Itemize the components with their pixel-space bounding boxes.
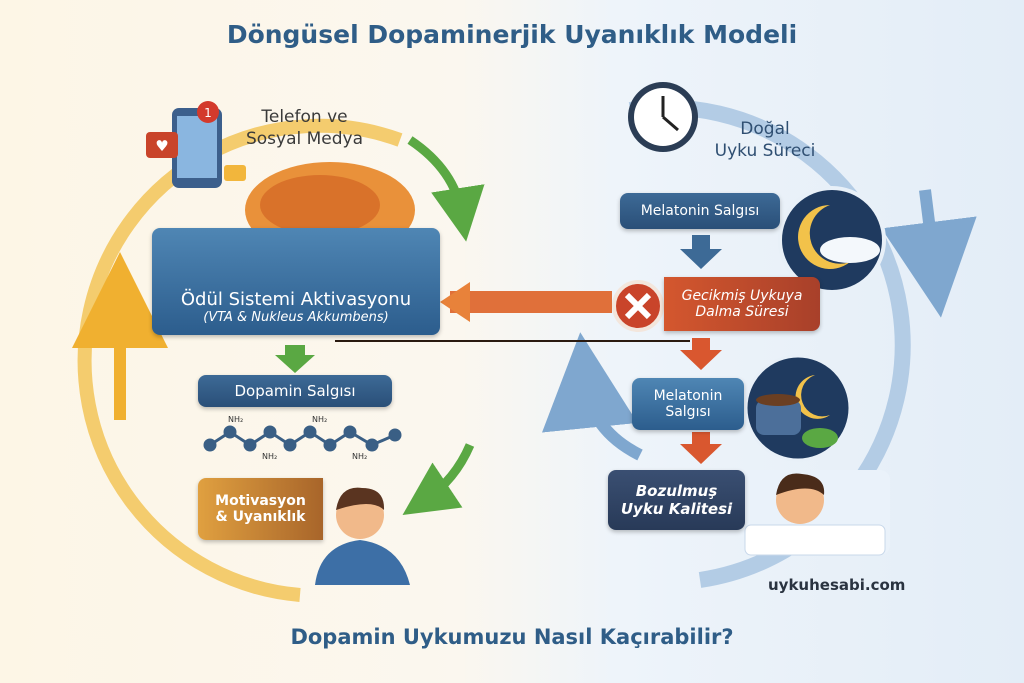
green-arrow-bottom (402, 443, 475, 515)
reward-system-box: Ödül Sistemi Aktivasyonu (VTA & Nukleus … (152, 228, 440, 335)
notification-badge: 1 (204, 106, 212, 120)
green-down-arrow (275, 345, 315, 373)
brand-text: uykuhesabi.com (768, 576, 906, 594)
orange-down-arrow-1 (680, 338, 722, 370)
orange-down-arrow-2 (680, 432, 722, 464)
moon-cloud-icon (778, 186, 886, 294)
molecule-label: NH₂ (312, 415, 328, 424)
motivation-box: Motivasyon& Uyanıklık (198, 478, 323, 540)
right-down-arrow (881, 189, 977, 318)
blue-down-arrow (680, 235, 722, 269)
alert-x-icon (612, 280, 664, 332)
awake-person-icon (315, 487, 410, 585)
interference-arrow-head (440, 282, 470, 322)
phone-icon: ♥ 1 (146, 101, 246, 188)
diagram-subtitle: Dopamin Uykumuzu Nasıl Kaçırabilir? (290, 625, 734, 649)
night-coffee-icon (744, 354, 852, 462)
dopamine-release-box: Dopamin Salgısı (198, 375, 392, 407)
green-arrow-top (407, 136, 485, 242)
dopamine-molecule-icon (203, 425, 402, 452)
molecule-label: NH₂ (262, 452, 278, 461)
diagram-title: Döngüsel Dopaminerjik Uyanıklık Modeli (226, 20, 798, 49)
clock-icon (628, 82, 698, 152)
svg-text:♥: ♥ (155, 137, 168, 155)
right-back-arrow (542, 332, 643, 461)
tired-person-in-bed-icon (740, 470, 890, 556)
molecule-label: NH₂ (228, 415, 244, 424)
melatonin-box: Melatonin Salgısı (620, 193, 780, 229)
molecule-label: NH₂ (352, 452, 368, 461)
